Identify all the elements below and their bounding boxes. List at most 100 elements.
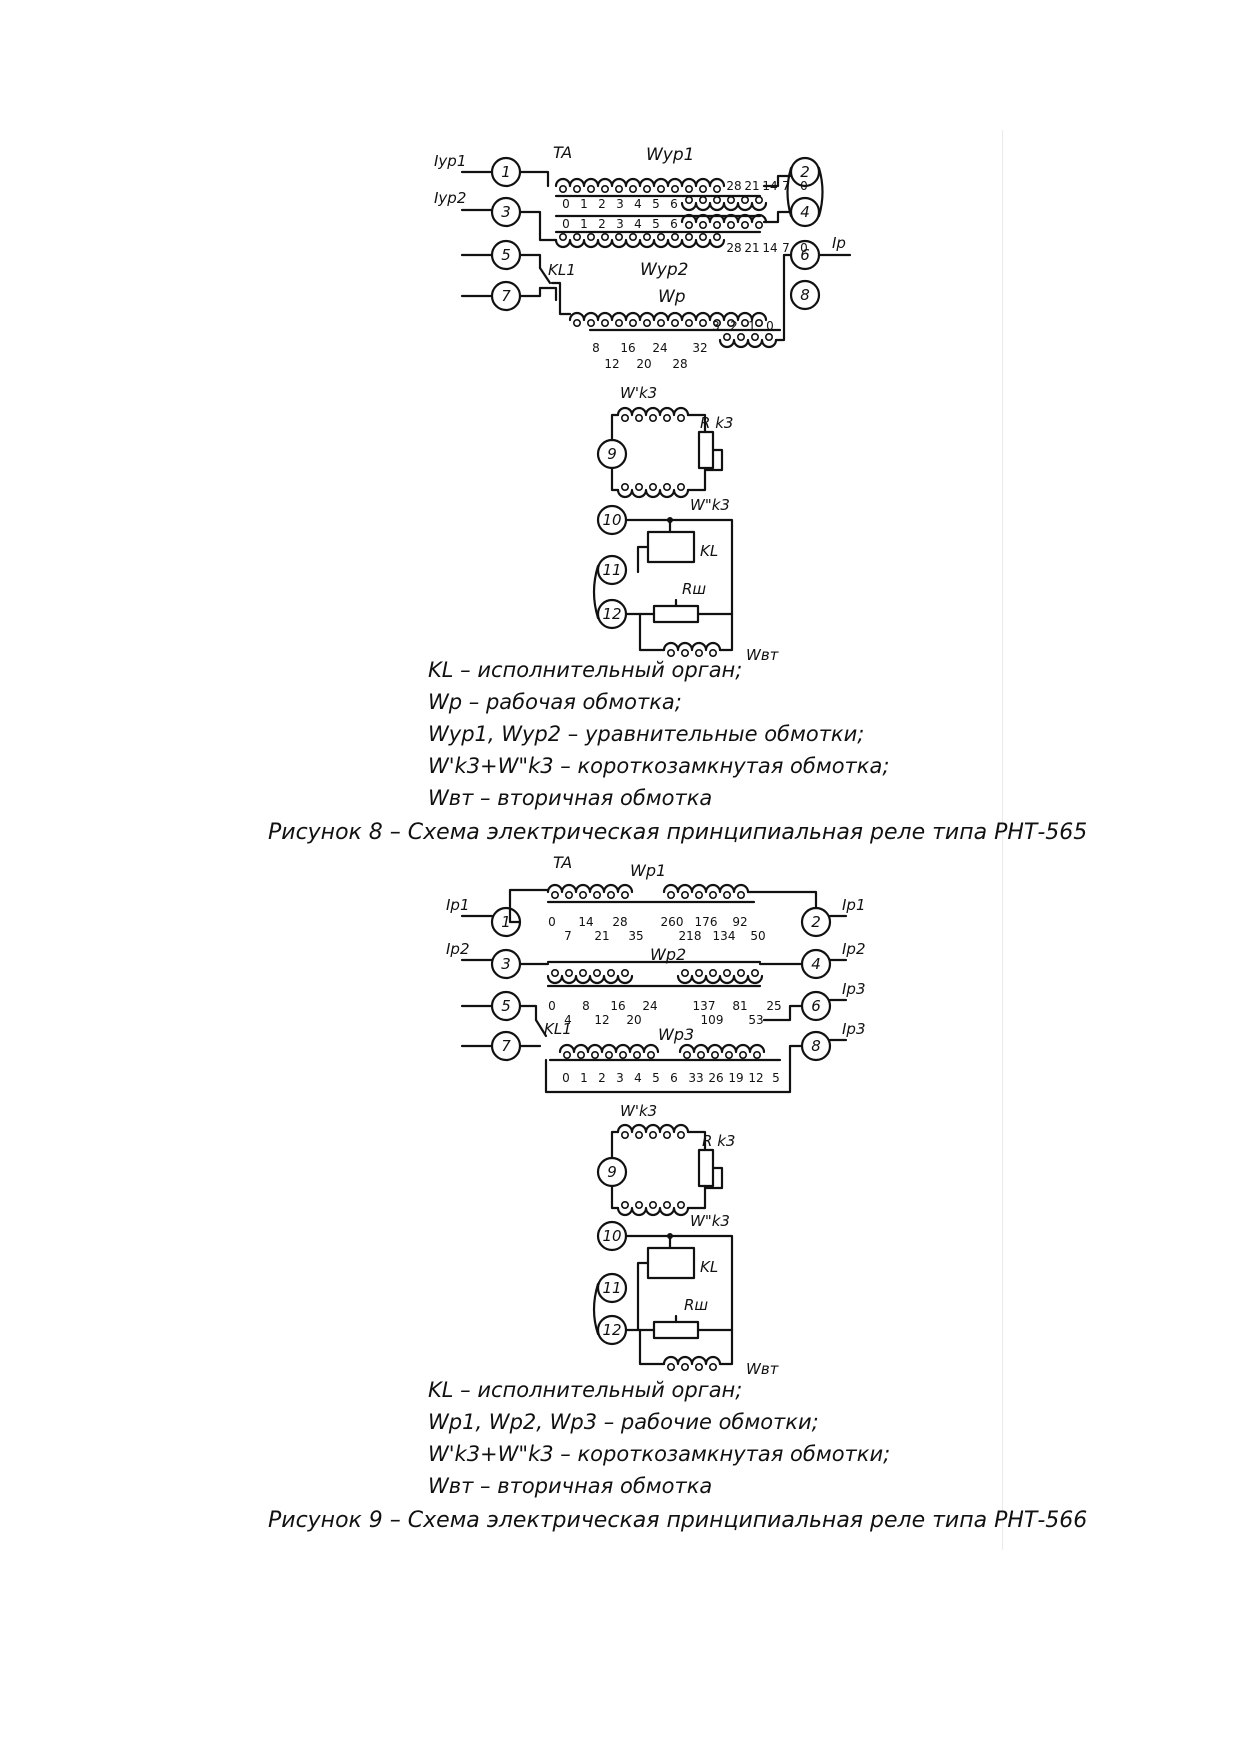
wk3p-coil-loop [634, 413, 643, 422]
wp1-label: Wp1 [630, 861, 666, 880]
wp2-row1-tap: 25 [766, 999, 781, 1013]
rsh-label: Rш [684, 1296, 708, 1314]
wk3pp-coil-loop [620, 1201, 629, 1210]
wire-1-top [508, 888, 550, 924]
kl1-label: KL1 [548, 261, 576, 279]
wyp1-coil-loop [628, 185, 637, 194]
iyp2-label: Iyp2 [434, 189, 466, 207]
wp2-row1-tap: 16 [610, 999, 625, 1013]
wp2-row1-tap: 8 [582, 999, 590, 1013]
wp-right-tap: 3 [712, 319, 720, 333]
wp3-label: Wp3 [658, 1025, 694, 1044]
sc-right-bot [686, 466, 707, 492]
wyp2-return-coil-loop [684, 221, 693, 230]
ip2-left-label: Ip2 [446, 940, 470, 958]
wp-row1-tap: 16 [620, 341, 635, 355]
wp3-coil-left-loop [576, 1051, 585, 1060]
kl-coil [646, 1246, 696, 1280]
sc-left-bot [610, 1184, 620, 1210]
wyp1-return-coil-loop [684, 196, 693, 205]
wp-tail-coil-loop [736, 332, 745, 341]
wp1-row2-tap: 7 [564, 929, 572, 943]
wp-coil [568, 311, 768, 322]
wp-tail-coil-loop [722, 332, 731, 341]
rk3-resistor [697, 430, 715, 470]
wp2-row2-tap: 109 [701, 1013, 724, 1027]
wp3-coil-right [678, 1043, 766, 1054]
wp3-tap: 3 [616, 1071, 624, 1085]
terminal-3-number: 3 [501, 203, 511, 221]
junction-10 [667, 1233, 673, 1239]
wire-2 [762, 174, 792, 188]
row2-tap: 6 [670, 217, 678, 231]
kl-left [636, 1261, 650, 1332]
wp1-coil-right-loop [694, 890, 703, 899]
wire-1 [518, 170, 550, 188]
link-11-12-left [592, 1282, 600, 1336]
row2-tap: 3 [616, 217, 624, 231]
terminal-11-number: 11 [602, 561, 621, 579]
wyp2-coil [554, 238, 726, 249]
wp2-coil-left-loop [564, 968, 573, 977]
wp2-row2-tap: 53 [748, 1013, 763, 1027]
wk3p-coil-loop [676, 413, 685, 422]
rk3-wiper [704, 448, 724, 472]
wp3-tap: 4 [634, 1071, 642, 1085]
wp-row2-tap: 28 [672, 357, 687, 371]
wp-coil-loop [670, 318, 679, 327]
terminal-1-number: 1 [501, 913, 511, 931]
wp3-coil-right-loop [738, 1051, 747, 1060]
link-2-4-right [817, 166, 824, 218]
wyp2-return-coil-loop [726, 221, 735, 230]
wk3p-coil-loop [648, 1131, 657, 1140]
terminal-11-number: 11 [602, 1279, 621, 1297]
wyp1-coil-loop [670, 185, 679, 194]
wk3p-coil-loop [620, 1131, 629, 1140]
wp1-row2-tap: 218 [679, 929, 702, 943]
wyp2-tap: 7 [782, 241, 790, 255]
wp-coil-loop [614, 318, 623, 327]
rk3-resistor [697, 1148, 715, 1188]
wp1-row1-tap: 176 [695, 915, 718, 929]
wyp1-coil-loop [656, 185, 665, 194]
wp3-coil-right-loop [752, 1051, 761, 1060]
wk3p-coil-loop [662, 1131, 671, 1140]
terminal-2-number: 2 [811, 913, 821, 931]
sc-left-top [610, 413, 620, 442]
fig8-caption: Рисунок 8 – Схема электрическая принципи… [268, 820, 1088, 845]
wp1-coil-left-loop [564, 890, 573, 899]
wire-5 [518, 1004, 538, 1022]
wp1-coil-left-loop [550, 890, 559, 899]
kl-top [624, 518, 672, 534]
wp3-tap: 6 [670, 1071, 678, 1085]
wvt-coil-loop [694, 1363, 703, 1372]
wk3pp-coil [616, 488, 690, 499]
wp1-coil-right-loop [708, 890, 717, 899]
wyp1-tap: 28 [726, 179, 741, 193]
wyp2-label: Wyp2 [640, 260, 688, 280]
wp3-coil-left-loop [646, 1051, 655, 1060]
row1-tap: 3 [616, 197, 624, 211]
wp1-coil-right-loop [666, 890, 675, 899]
wyp2-tap: 28 [726, 241, 741, 255]
terminal-6-number: 6 [800, 246, 810, 264]
wp1-row2-tap: 50 [750, 929, 765, 943]
ip3-b-label: Ip3 [842, 1020, 866, 1038]
wp3-coil-right-loop [710, 1051, 719, 1060]
wyp1-return-coil-loop [740, 196, 749, 205]
terminal-12-number: 12 [602, 605, 621, 623]
kl1-contact [538, 266, 552, 285]
wk3pp-label: W"k3 [690, 1212, 730, 1230]
terminal-5-number: 5 [501, 246, 511, 264]
wyp2-coil-loop [600, 233, 609, 242]
wyp1-coil-loop [712, 185, 721, 194]
row2-tap: 0 [562, 217, 570, 231]
wp3-coil-left [558, 1043, 660, 1054]
wk3p-coil-loop [620, 413, 629, 422]
wyp2-return-coil-loop [754, 221, 763, 230]
wk3pp-coil-loop [662, 1201, 671, 1210]
wire-3 [518, 210, 558, 242]
row1-tap: 6 [670, 197, 678, 211]
wk3pp-coil-loop [634, 482, 643, 491]
